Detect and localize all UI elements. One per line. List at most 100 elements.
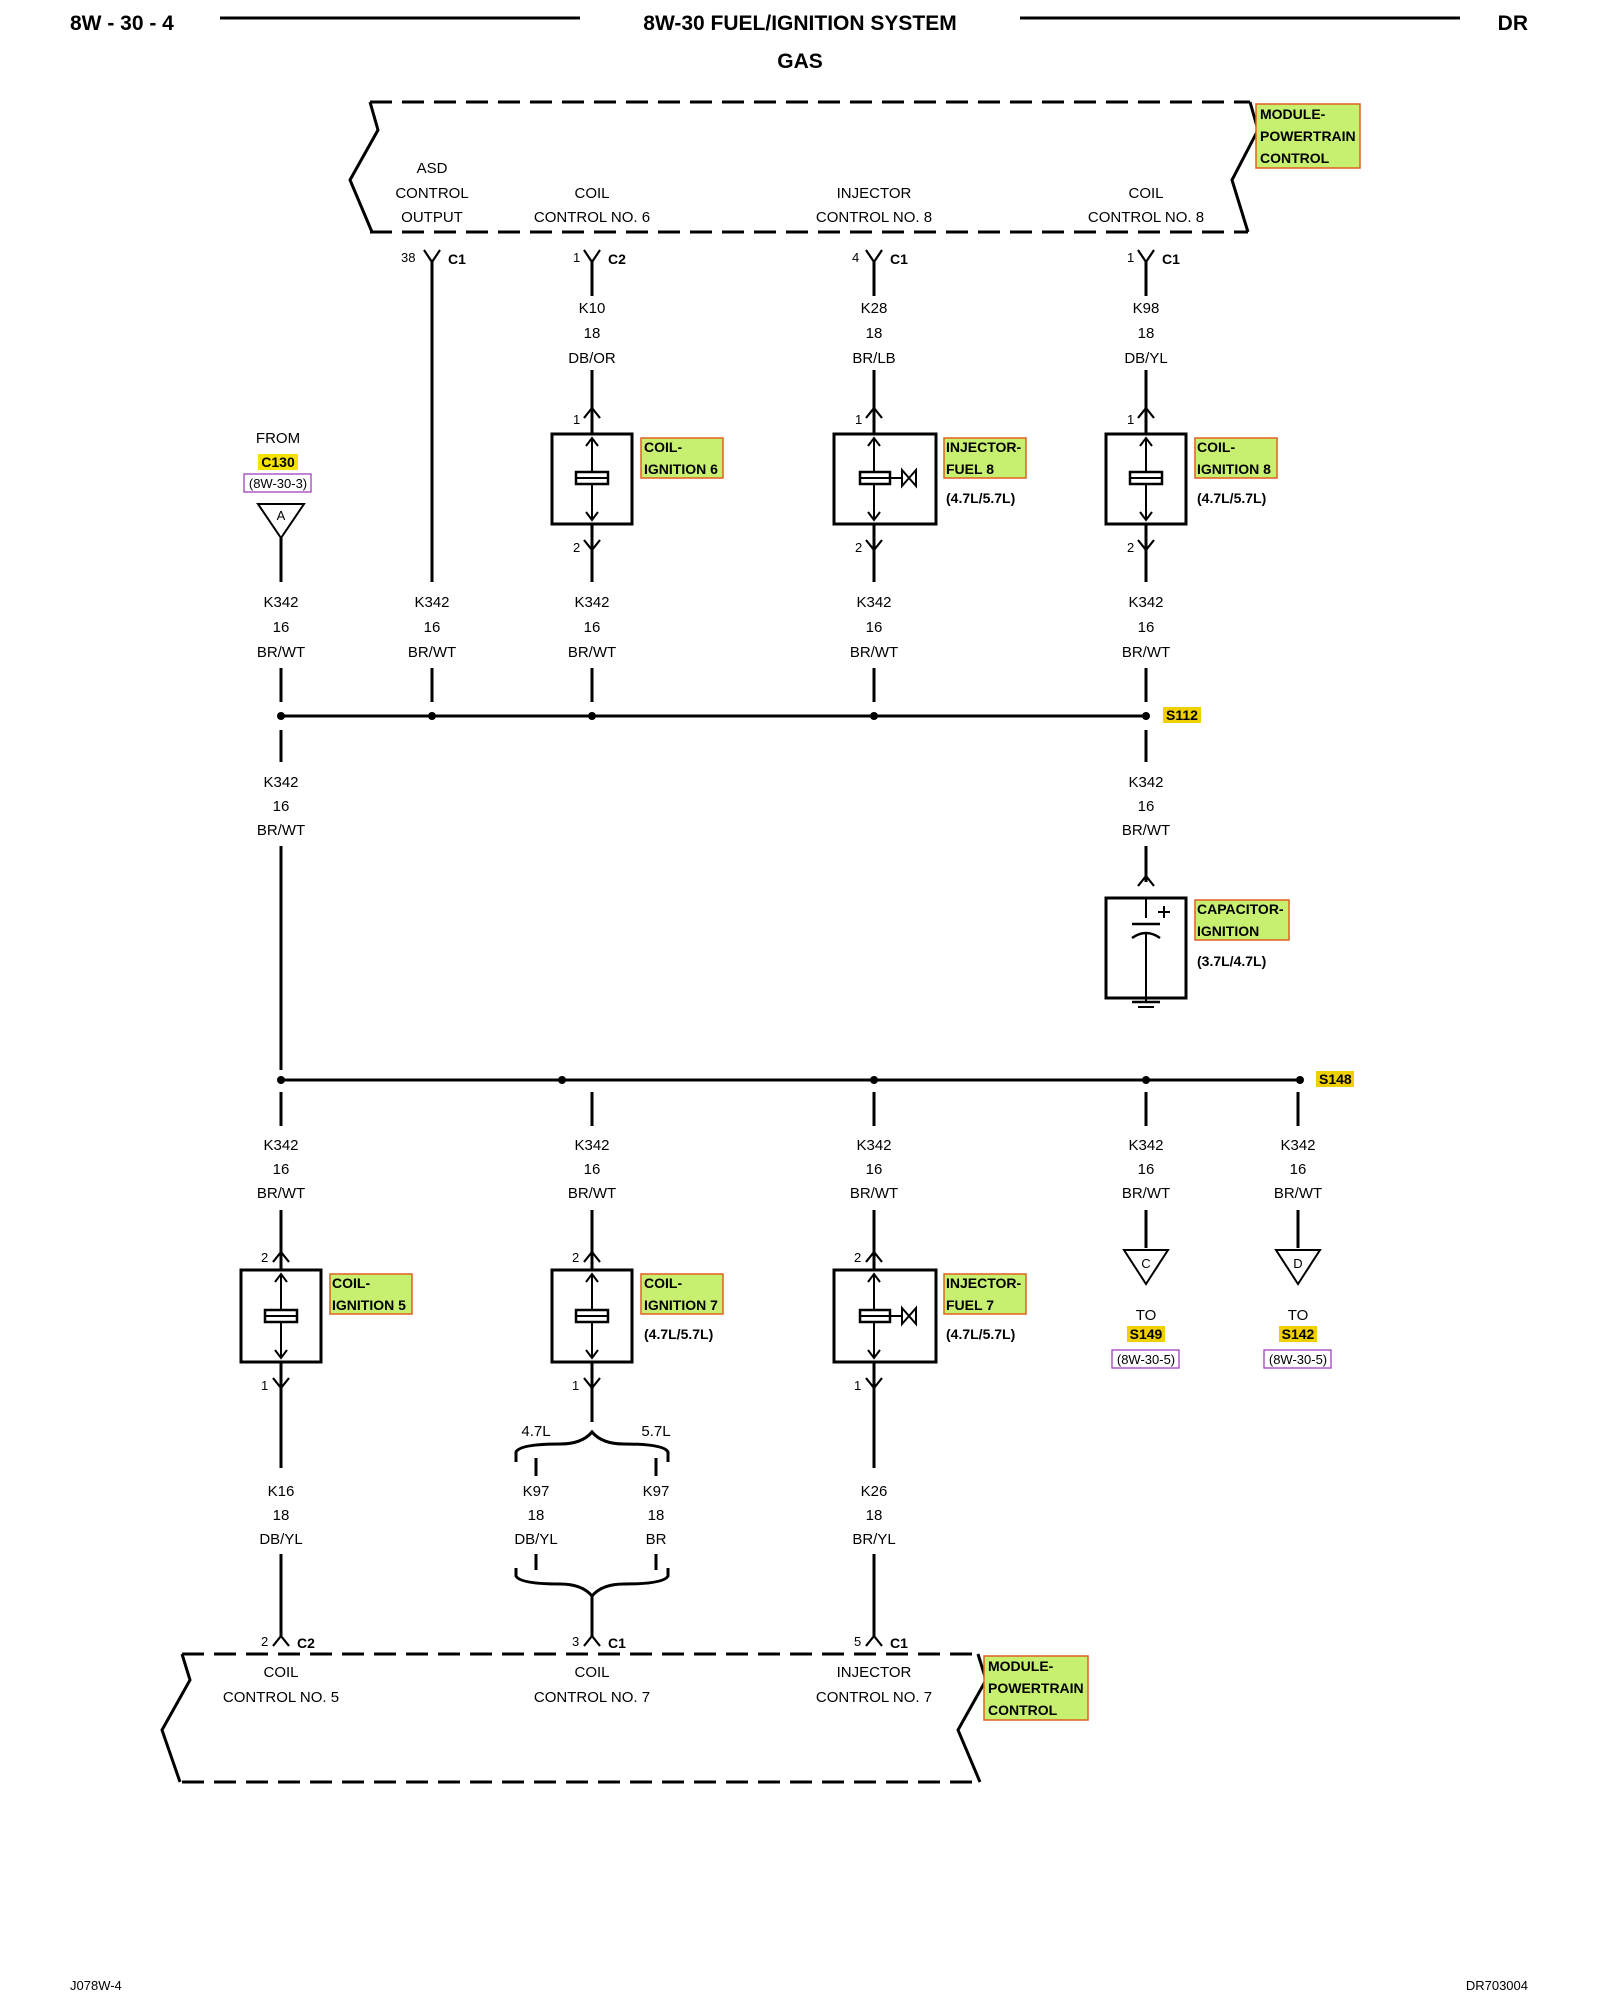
svg-text:MODULE-: MODULE- [1260, 106, 1326, 122]
svg-text:1: 1 [1127, 412, 1134, 427]
svg-text:CONTROL: CONTROL [395, 185, 468, 202]
svg-text:C: C [1141, 1256, 1150, 1271]
svg-text:IGNITION: IGNITION [1197, 923, 1259, 939]
svg-text:POWERTRAIN: POWERTRAIN [988, 1680, 1084, 1696]
k97-engine-branch: 4.7L 5.7L K97 18 DB/YL K97 18 BR [514, 1423, 671, 1636]
svg-text:4.7L: 4.7L [521, 1423, 550, 1440]
page-subtitle: GAS [777, 50, 823, 73]
pcm-label-top: MODULE- POWERTRAIN CONTROL [1255, 103, 1361, 169]
svg-text:2: 2 [855, 540, 862, 555]
svg-text:K342: K342 [1280, 1137, 1315, 1154]
svg-text:18: 18 [584, 325, 601, 342]
svg-text:16: 16 [1138, 798, 1155, 815]
svg-text:COIL-: COIL- [332, 1275, 370, 1291]
wires-top [430, 262, 1148, 582]
svg-text:COIL-: COIL- [644, 439, 682, 455]
svg-text:(4.7L/5.7L): (4.7L/5.7L) [644, 1326, 713, 1342]
svg-text:C2: C2 [608, 251, 626, 267]
svg-text:(4.7L/5.7L): (4.7L/5.7L) [946, 1326, 1015, 1342]
svg-text:K342: K342 [856, 594, 891, 611]
svg-text:IGNITION 5: IGNITION 5 [332, 1297, 406, 1313]
svg-text:COIL: COIL [574, 185, 609, 202]
svg-text:(4.7L/5.7L): (4.7L/5.7L) [1197, 490, 1266, 506]
terminal-injector-control-7: INJECTOR CONTROL NO. 7 [816, 1664, 932, 1706]
terminal-coil-control-7: COIL CONTROL NO. 7 [534, 1664, 650, 1706]
svg-text:CAPACITOR-: CAPACITOR- [1197, 901, 1284, 917]
svg-text:K342: K342 [574, 1137, 609, 1154]
page-number: 8W - 30 - 4 [70, 12, 174, 35]
svg-text:BR/WT: BR/WT [1122, 822, 1170, 839]
svg-text:CONTROL NO. 7: CONTROL NO. 7 [816, 1689, 932, 1706]
svg-text:INJECTOR-: INJECTOR- [946, 439, 1022, 455]
svg-text:38: 38 [401, 250, 415, 265]
svg-text:IGNITION 8: IGNITION 8 [1197, 461, 1271, 477]
svg-text:5.7L: 5.7L [641, 1423, 670, 1440]
svg-text:BR/WT: BR/WT [408, 644, 456, 661]
svg-text:2: 2 [1127, 540, 1134, 555]
svg-text:BR/WT: BR/WT [850, 644, 898, 661]
svg-text:18: 18 [648, 1507, 665, 1524]
svg-text:TO: TO [1288, 1307, 1309, 1324]
svg-text:(3.7L/4.7L): (3.7L/4.7L) [1197, 953, 1266, 969]
svg-text:DB/YL: DB/YL [1124, 350, 1167, 367]
svg-text:(8W-30-5): (8W-30-5) [1117, 1352, 1175, 1367]
svg-text:18: 18 [528, 1507, 545, 1524]
svg-text:16: 16 [866, 1161, 883, 1178]
coil-ignition-7-label: COIL- IGNITION 7 (4.7L/5.7L) [640, 1273, 724, 1342]
svg-text:2: 2 [261, 1250, 268, 1265]
injector-fuel-8: 1 2 [832, 406, 938, 582]
svg-text:BR/YL: BR/YL [852, 1531, 895, 1548]
svg-text:CONTROL NO. 8: CONTROL NO. 8 [1088, 209, 1204, 226]
svg-text:C1: C1 [608, 1635, 626, 1651]
svg-text:CONTROL NO. 6: CONTROL NO. 6 [534, 209, 650, 226]
svg-text:C1: C1 [1162, 251, 1180, 267]
splice-s148-label: S148 [1316, 1071, 1354, 1087]
svg-text:BR/WT: BR/WT [568, 1185, 616, 1202]
pcm-module-bottom [160, 1652, 988, 1784]
connector-pin-38-c1: 38 C1 [401, 249, 466, 267]
svg-text:INJECTOR: INJECTOR [837, 1664, 912, 1681]
svg-text:16: 16 [1138, 619, 1155, 636]
svg-text:ASD: ASD [417, 160, 448, 177]
svg-text:K28: K28 [861, 300, 888, 317]
svg-text:18: 18 [866, 325, 883, 342]
circuit-k16: K16 18 DB/YL [259, 1483, 303, 1636]
splice-s112-label: S112 [1163, 707, 1201, 723]
svg-text:5: 5 [854, 1634, 861, 1649]
svg-text:C2: C2 [297, 1635, 315, 1651]
svg-text:DB/YL: DB/YL [514, 1531, 557, 1548]
svg-text:K342: K342 [263, 774, 298, 791]
to-s149-reference: C TO S149 (8W-30-5) [1111, 1210, 1180, 1369]
injector-fuel-7: 2 1 [832, 1210, 938, 1468]
svg-text:K342: K342 [414, 594, 449, 611]
footer-drawing-number: DR703004 [1466, 1978, 1528, 1993]
svg-text:INJECTOR-: INJECTOR- [946, 1275, 1022, 1291]
coil-ignition-6-label: COIL- IGNITION 6 [640, 437, 724, 479]
coil-ignition-7: 2 1 [550, 1210, 634, 1422]
svg-text:BR/WT: BR/WT [1122, 644, 1170, 661]
svg-text:K342: K342 [263, 1137, 298, 1154]
svg-text:OUTPUT: OUTPUT [401, 209, 463, 226]
svg-text:INJECTOR: INJECTOR [837, 185, 912, 202]
svg-text:16: 16 [584, 619, 601, 636]
svg-text:BR/WT: BR/WT [850, 1185, 898, 1202]
svg-text:K10: K10 [579, 300, 606, 317]
svg-text:BR/WT: BR/WT [257, 644, 305, 661]
svg-text:2: 2 [854, 1250, 861, 1265]
svg-text:FUEL 7: FUEL 7 [946, 1297, 994, 1313]
svg-text:CONTROL NO. 7: CONTROL NO. 7 [534, 1689, 650, 1706]
coil-ignition-6: 1 2 [550, 406, 634, 582]
circuit-k26: K26 18 BR/YL [852, 1483, 896, 1636]
capacitor-ignition [1104, 874, 1188, 1008]
coil-ignition-8: 1 2 [1104, 406, 1188, 582]
circuit-k28: K28 18 BR/LB [852, 300, 895, 367]
injector-fuel-7-label: INJECTOR- FUEL 7 (4.7L/5.7L) [943, 1273, 1027, 1342]
svg-text:1: 1 [854, 1378, 861, 1393]
svg-text:BR/WT: BR/WT [257, 1185, 305, 1202]
coil-ignition-5: 2 1 [239, 1210, 323, 1468]
circuit-k98: K98 18 DB/YL [1124, 300, 1167, 367]
svg-text:S142: S142 [1282, 1326, 1315, 1342]
